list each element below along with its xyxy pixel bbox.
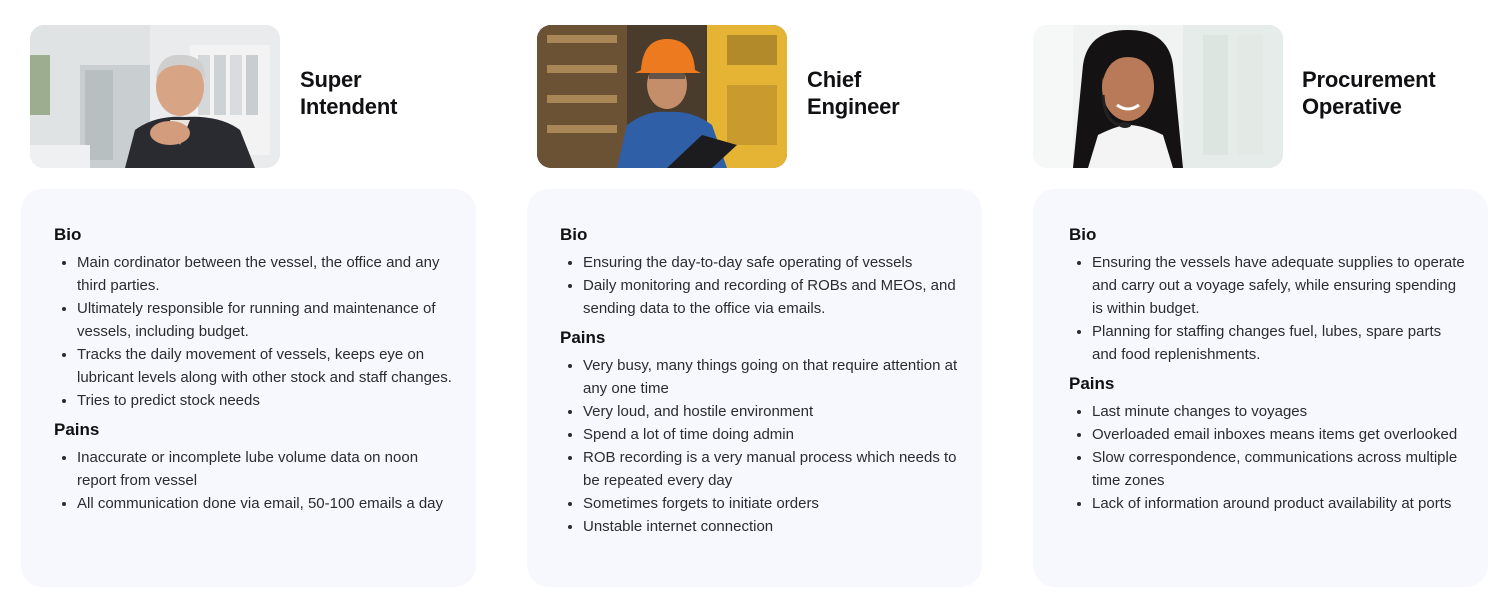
- pain-item: Lack of information around product avail…: [1092, 492, 1468, 515]
- pains-list: Last minute changes to voyages Overloade…: [1069, 400, 1468, 515]
- pain-item: Very busy, many things going on that req…: [583, 354, 962, 400]
- superintendent-photo: [30, 25, 280, 168]
- bio-item: Daily monitoring and recording of ROBs a…: [583, 274, 962, 320]
- role-title-line2: Intendent: [300, 94, 398, 119]
- pain-item: All communication done via email, 50-100…: [77, 492, 456, 515]
- pain-item: Last minute changes to voyages: [1092, 400, 1468, 423]
- persona-card: Bio Ensuring the day-to-day safe operati…: [527, 189, 982, 587]
- bio-item: Tracks the daily movement of vessels, ke…: [77, 343, 456, 389]
- bio-list: Main cordinator between the vessel, the …: [54, 251, 456, 412]
- pain-item: Inaccurate or incomplete lube volume dat…: [77, 446, 456, 492]
- role-title: Super Intendent: [300, 66, 397, 120]
- pains-heading: Pains: [1069, 374, 1115, 393]
- pains-heading: Pains: [560, 328, 606, 347]
- bio-heading: Bio: [1069, 225, 1097, 244]
- role-title-line1: Procurement: [1302, 67, 1436, 92]
- pain-item: Overloaded email inboxes means items get…: [1092, 423, 1468, 446]
- persona-card: Bio Main cordinator between the vessel, …: [21, 189, 476, 587]
- role-title-line2: Operative: [1302, 94, 1402, 119]
- bio-list: Ensuring the vessels have adequate suppl…: [1069, 251, 1468, 366]
- role-title-line1: Chief: [807, 67, 862, 92]
- bio-item: Ultimately responsible for running and m…: [77, 297, 456, 343]
- procurement-operative-photo: [1033, 25, 1283, 168]
- pains-list: Very busy, many things going on that req…: [560, 354, 962, 538]
- bio-heading: Bio: [54, 225, 82, 244]
- bio-item: Tries to predict stock needs: [77, 389, 456, 412]
- role-title: Chief Engineer: [807, 66, 900, 120]
- pain-item: Very loud, and hostile environment: [583, 400, 962, 423]
- pains-list: Inaccurate or incomplete lube volume dat…: [54, 446, 456, 515]
- bio-item: Ensuring the vessels have adequate suppl…: [1092, 251, 1468, 320]
- role-title-line1: Super: [300, 67, 362, 92]
- bio-heading: Bio: [560, 225, 588, 244]
- role-title: Procurement Operative: [1302, 66, 1436, 120]
- chief-engineer-photo: [537, 25, 787, 168]
- bio-item: Planning for staffing changes fuel, lube…: [1092, 320, 1468, 366]
- persona-card: Bio Ensuring the vessels have adequate s…: [1033, 189, 1488, 587]
- pain-item: Unstable internet connection: [583, 515, 962, 538]
- pain-item: Sometimes forgets to initiate orders: [583, 492, 962, 515]
- pains-heading: Pains: [54, 420, 100, 439]
- pain-item: Spend a lot of time doing admin: [583, 423, 962, 446]
- bio-item: Ensuring the day-to-day safe operating o…: [583, 251, 962, 274]
- pain-item: ROB recording is a very manual process w…: [583, 446, 962, 492]
- role-title-line2: Engineer: [807, 94, 900, 119]
- bio-list: Ensuring the day-to-day safe operating o…: [560, 251, 962, 320]
- pain-item: Slow correspondence, communications acro…: [1092, 446, 1468, 492]
- bio-item: Main cordinator between the vessel, the …: [77, 251, 456, 297]
